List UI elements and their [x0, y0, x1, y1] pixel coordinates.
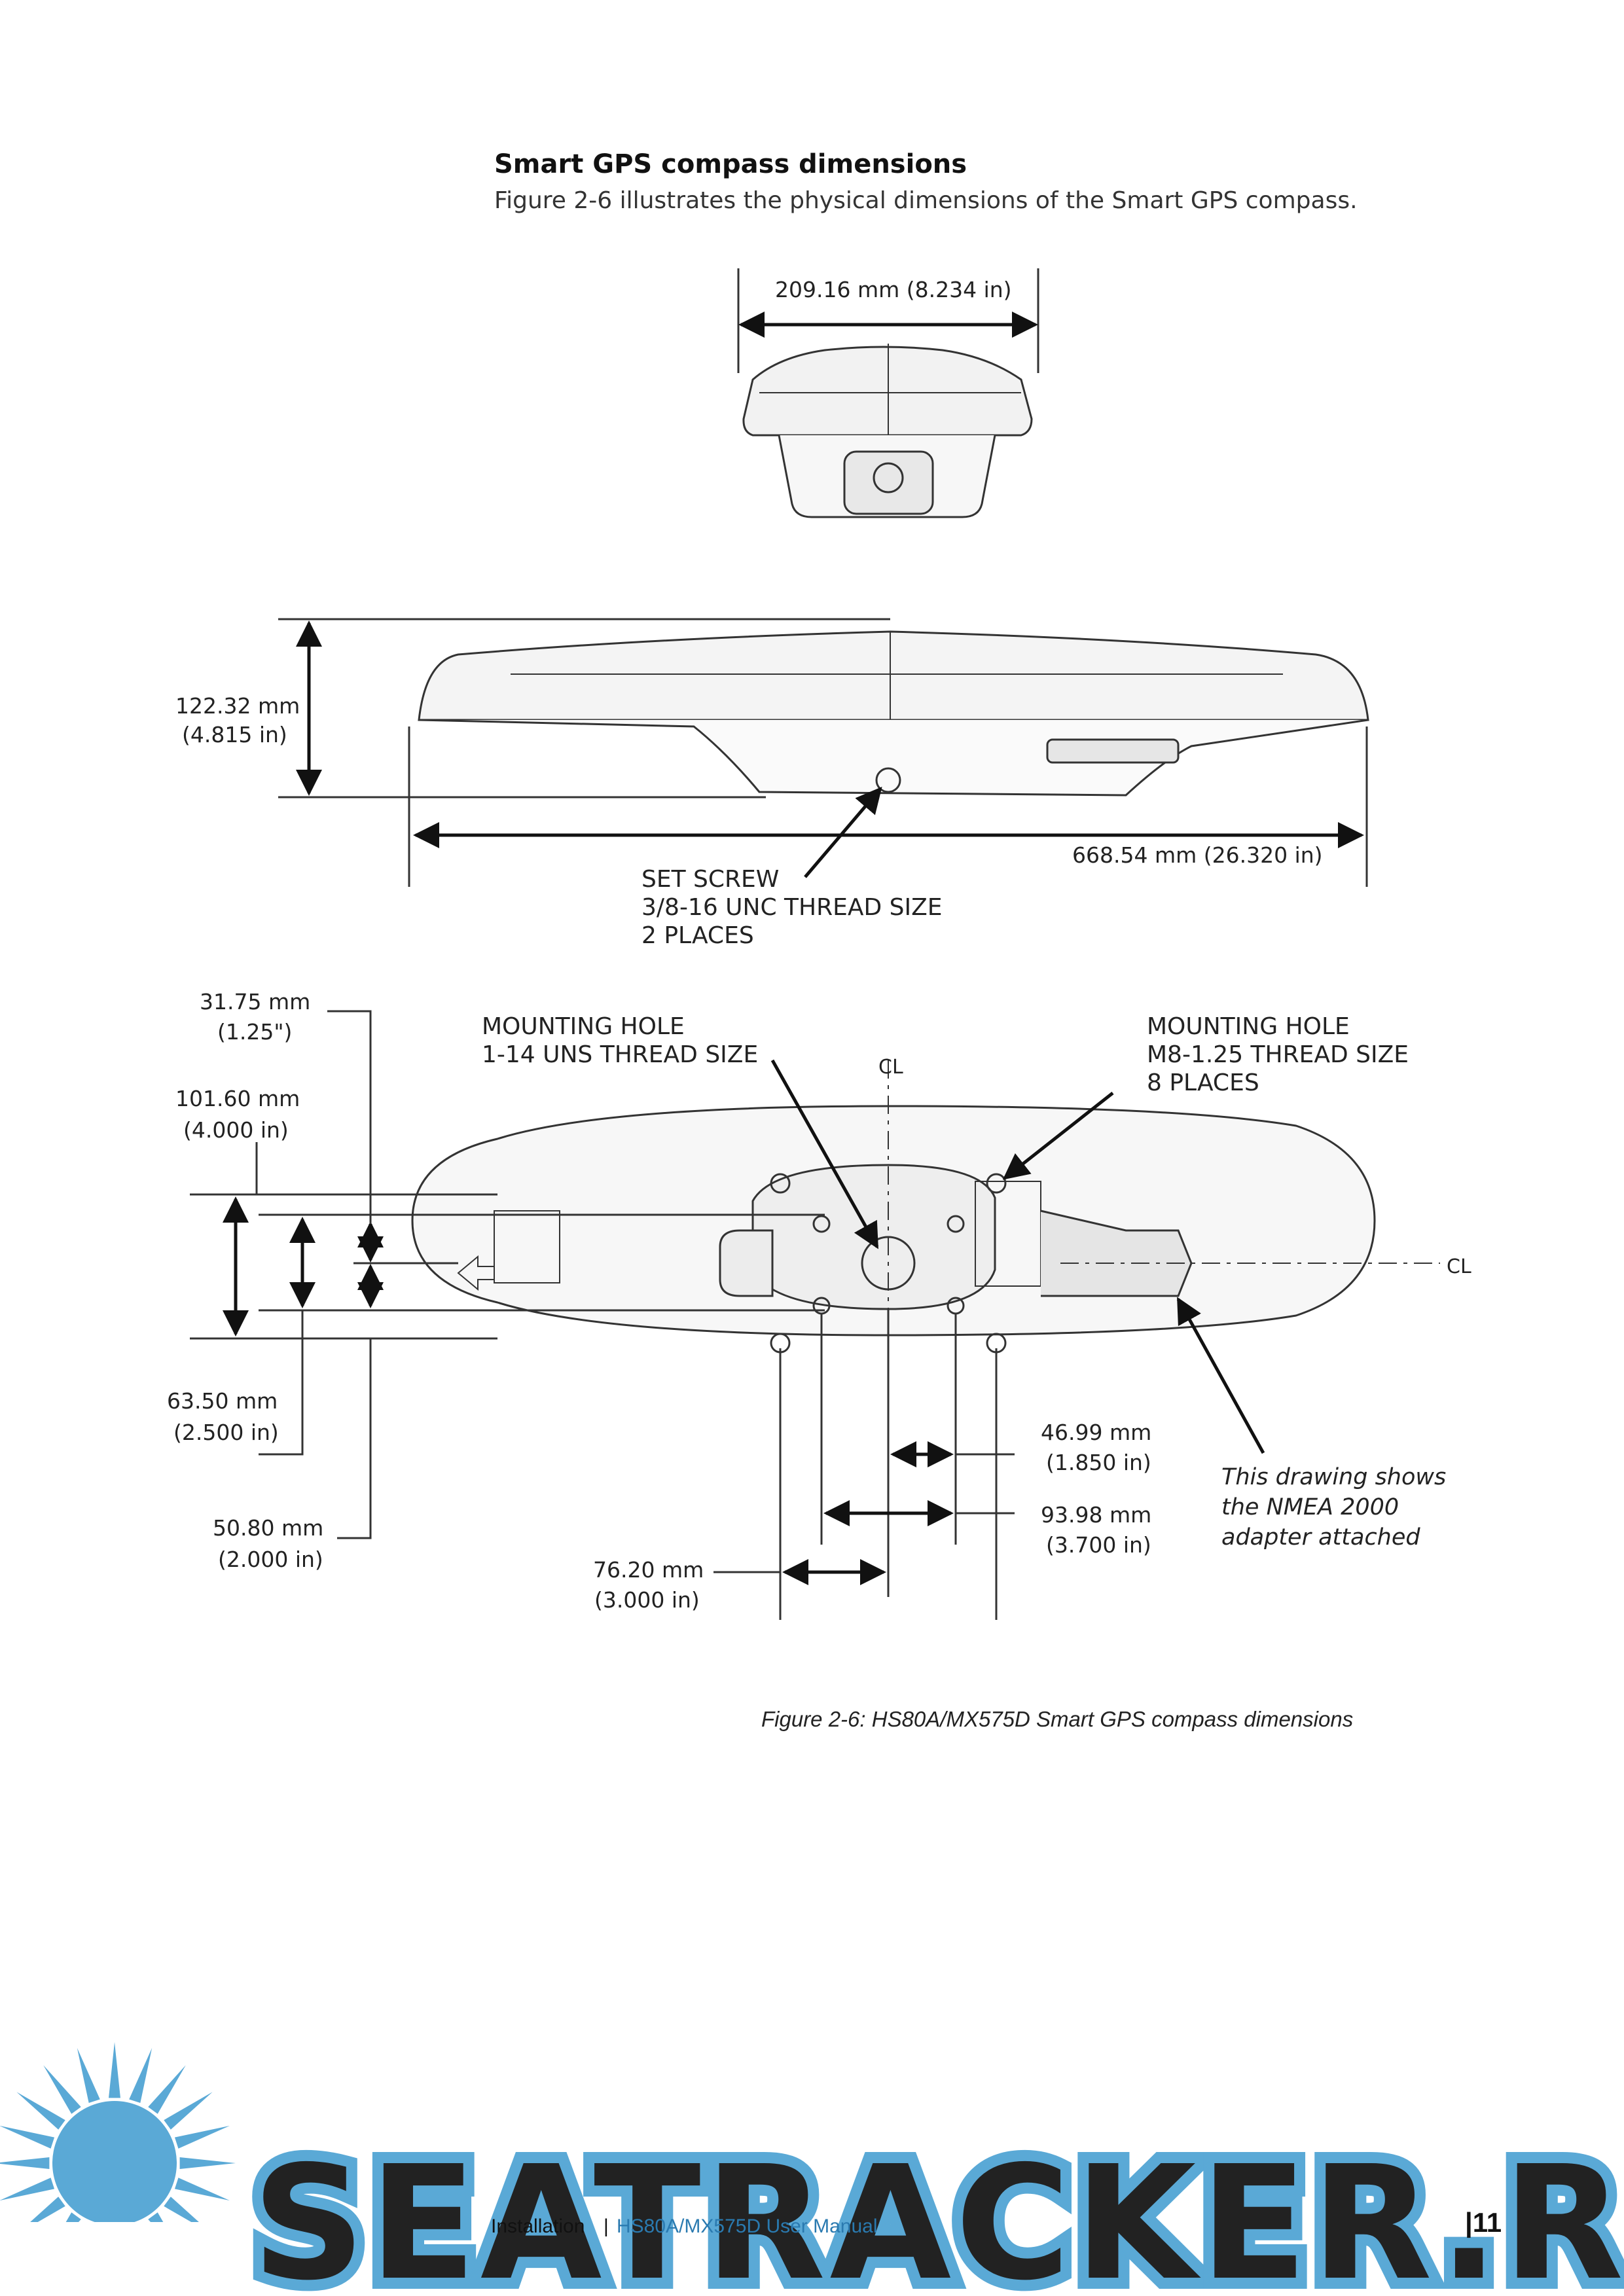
dim-93-98-in: (3.700 in) — [1046, 1532, 1151, 1558]
length-label: 668.54 mm (26.320 in) — [1072, 842, 1323, 868]
dim-31-75-mm: 31.75 mm — [200, 989, 310, 1014]
dim-63-50-in: (2.500 in) — [173, 1420, 279, 1445]
centerline-right-mark: CL — [1447, 1255, 1471, 1278]
figure-caption: Figure 2-6: HS80A/MX575D Smart GPS compa… — [761, 1707, 1354, 1731]
dim-93-98-mm: 93.98 mm — [1041, 1502, 1151, 1528]
dim-46-99-mm: 46.99 mm — [1041, 1420, 1151, 1445]
dim-31-75-in: (1.25") — [217, 1019, 292, 1045]
sun-ray — [16, 2092, 65, 2130]
front-width-label: 209.16 mm (8.234 in) — [775, 277, 1012, 302]
dim-76-20-in: (3.000 in) — [594, 1587, 700, 1613]
set-screw-line3: 2 PLACES — [641, 922, 754, 949]
watermark-text-fill: SEATRACKER.RU — [252, 2132, 1624, 2296]
mount-hole-left-line1: MOUNTING HOLE — [482, 1013, 685, 1040]
set-screw-line1: SET SCREW — [641, 866, 779, 893]
footer-section: Installation — [491, 2215, 585, 2237]
dim-50-80-mm: 50.80 mm — [213, 1515, 323, 1541]
front-view — [737, 268, 1039, 518]
sun-ray — [148, 2065, 186, 2114]
section-heading: Smart GPS compass dimensions — [494, 149, 967, 179]
sun-ray — [0, 2178, 55, 2200]
sun-ray — [109, 2042, 120, 2098]
sun-ray — [43, 2065, 81, 2114]
mount-hole-right-line3: 8 PLACES — [1147, 1069, 1259, 1096]
top-view — [190, 1010, 1440, 1620]
sun-ray — [0, 2126, 55, 2149]
page-number: |11 — [1465, 2207, 1502, 2238]
dim-101-60-mm: 101.60 mm — [175, 1086, 300, 1111]
dim-46-99-in: (1.850 in) — [1046, 1450, 1151, 1475]
sun-ray — [174, 2125, 230, 2149]
footer-manual-title: HS80A/MX575D User Manual — [617, 2215, 878, 2237]
sun-ray — [179, 2157, 236, 2169]
side-view — [278, 618, 1369, 887]
height-mm-label: 122.32 mm — [175, 693, 300, 719]
note-line3: adapter attached — [1221, 1524, 1420, 1551]
footer-separator: | — [604, 2215, 609, 2237]
height-in-label: (4.815 in) — [182, 722, 287, 747]
mount-hole-left-line2: 1-14 UNS THREAD SIZE — [482, 1041, 758, 1068]
intro-paragraph: Figure 2-6 illustrates the physical dime… — [494, 187, 1358, 214]
note-line1: This drawing shows — [1221, 1464, 1446, 1490]
sun-ray — [164, 2092, 213, 2130]
dim-101-60-in: (4.000 in) — [183, 1117, 289, 1143]
sun-ray — [129, 2048, 153, 2104]
mount-hole-right-line2: M8-1.25 THREAD SIZE — [1147, 1041, 1409, 1068]
dim-63-50-mm: 63.50 mm — [167, 1388, 278, 1414]
note-line2: the NMEA 2000 — [1221, 1494, 1399, 1520]
sun-ray — [174, 2178, 230, 2201]
sun-ray — [0, 2157, 50, 2169]
dim-76-20-mm: 76.20 mm — [593, 1557, 704, 1583]
sun-ray — [77, 2048, 100, 2104]
set-screw-line2: 3/8-16 UNC THREAD SIZE — [641, 894, 943, 921]
sun-logo — [0, 2042, 236, 2296]
dim-50-80-in: (2.000 in) — [218, 1547, 323, 1572]
mount-hole-right-line1: MOUNTING HOLE — [1147, 1013, 1350, 1040]
centerline-top-mark: CL — [878, 1056, 903, 1079]
watermark-text: SEATRACKER.RU — [252, 2132, 1624, 2296]
